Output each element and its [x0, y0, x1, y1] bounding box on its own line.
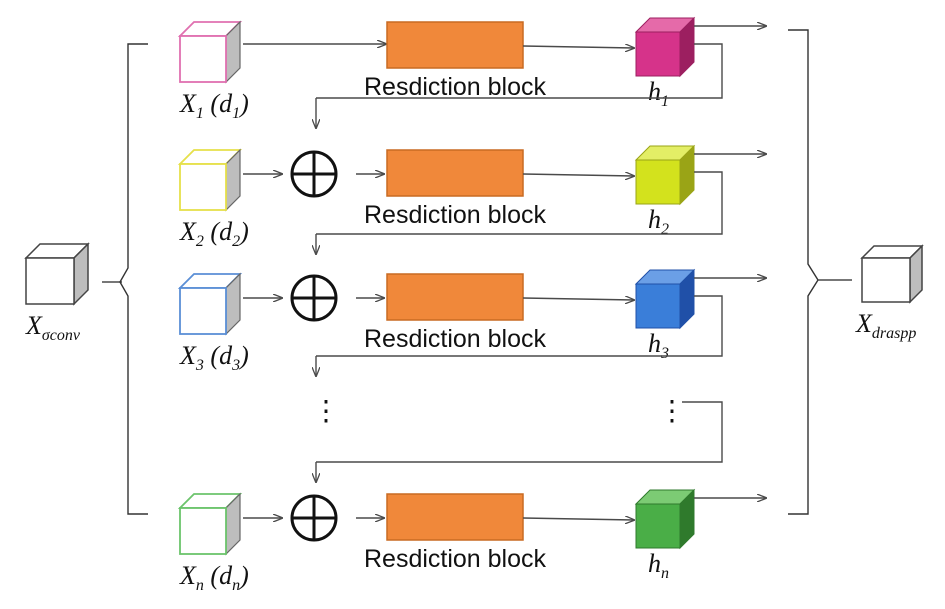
sum-circle	[290, 150, 338, 198]
output-h-label: hn	[648, 549, 669, 582]
sum-circle	[290, 274, 338, 322]
sum-circle	[290, 494, 338, 542]
row-3: X3 (d3) Resdiction block h3	[177, 268, 766, 374]
input-x-cube	[177, 272, 243, 336]
block-label: Resdiction block	[364, 545, 547, 573]
output-h-label: h1	[648, 77, 669, 110]
feedback-path	[316, 171, 723, 235]
arrow-to-h	[522, 46, 634, 48]
row-4: Xn (dn) Resdiction block hn	[177, 488, 766, 594]
input-x-label: X2 (d2)	[179, 217, 249, 250]
block-label: Resdiction block	[364, 201, 547, 229]
arrow-to-h	[522, 174, 634, 176]
input-x-cube	[177, 20, 243, 84]
output-h-cube	[634, 144, 696, 206]
resdiction-block	[386, 273, 524, 321]
output-h-cube	[634, 488, 696, 550]
feedback-path	[316, 295, 723, 357]
input-x-label: X3 (d3)	[179, 341, 249, 374]
row-2: X2 (d2) Resdiction block h2	[177, 144, 766, 250]
input-x-cube	[177, 148, 243, 212]
output-h-cube	[634, 16, 696, 78]
input-x-label: X1 (d1)	[179, 89, 249, 122]
output-h-label: h3	[648, 329, 669, 362]
input-cube	[24, 242, 90, 306]
right-bracket	[788, 29, 819, 515]
arrow-to-h	[522, 298, 634, 300]
block-label: Resdiction block	[364, 73, 547, 101]
output-h-cube	[634, 268, 696, 330]
input-label: Xσconv	[25, 311, 81, 344]
resdiction-block	[386, 149, 524, 197]
left-bracket	[119, 43, 148, 515]
feedback-path	[316, 401, 723, 463]
arrow-to-h	[522, 518, 634, 520]
output-h-label: h2	[648, 205, 669, 238]
ellipsis-left: ⋮	[312, 396, 340, 427]
output-label: Xdraspp	[855, 309, 916, 342]
resdiction-block	[386, 21, 524, 69]
input-x-cube	[177, 492, 243, 556]
output-cube	[860, 244, 924, 304]
input-x-label: Xn (dn)	[179, 561, 249, 594]
resdiction-block	[386, 493, 524, 541]
feedback-path	[316, 43, 723, 99]
row-1: X1 (d1) Resdiction block h1	[177, 16, 766, 122]
block-label: Resdiction block	[364, 325, 547, 353]
ellipsis-right: ⋮	[658, 396, 686, 427]
